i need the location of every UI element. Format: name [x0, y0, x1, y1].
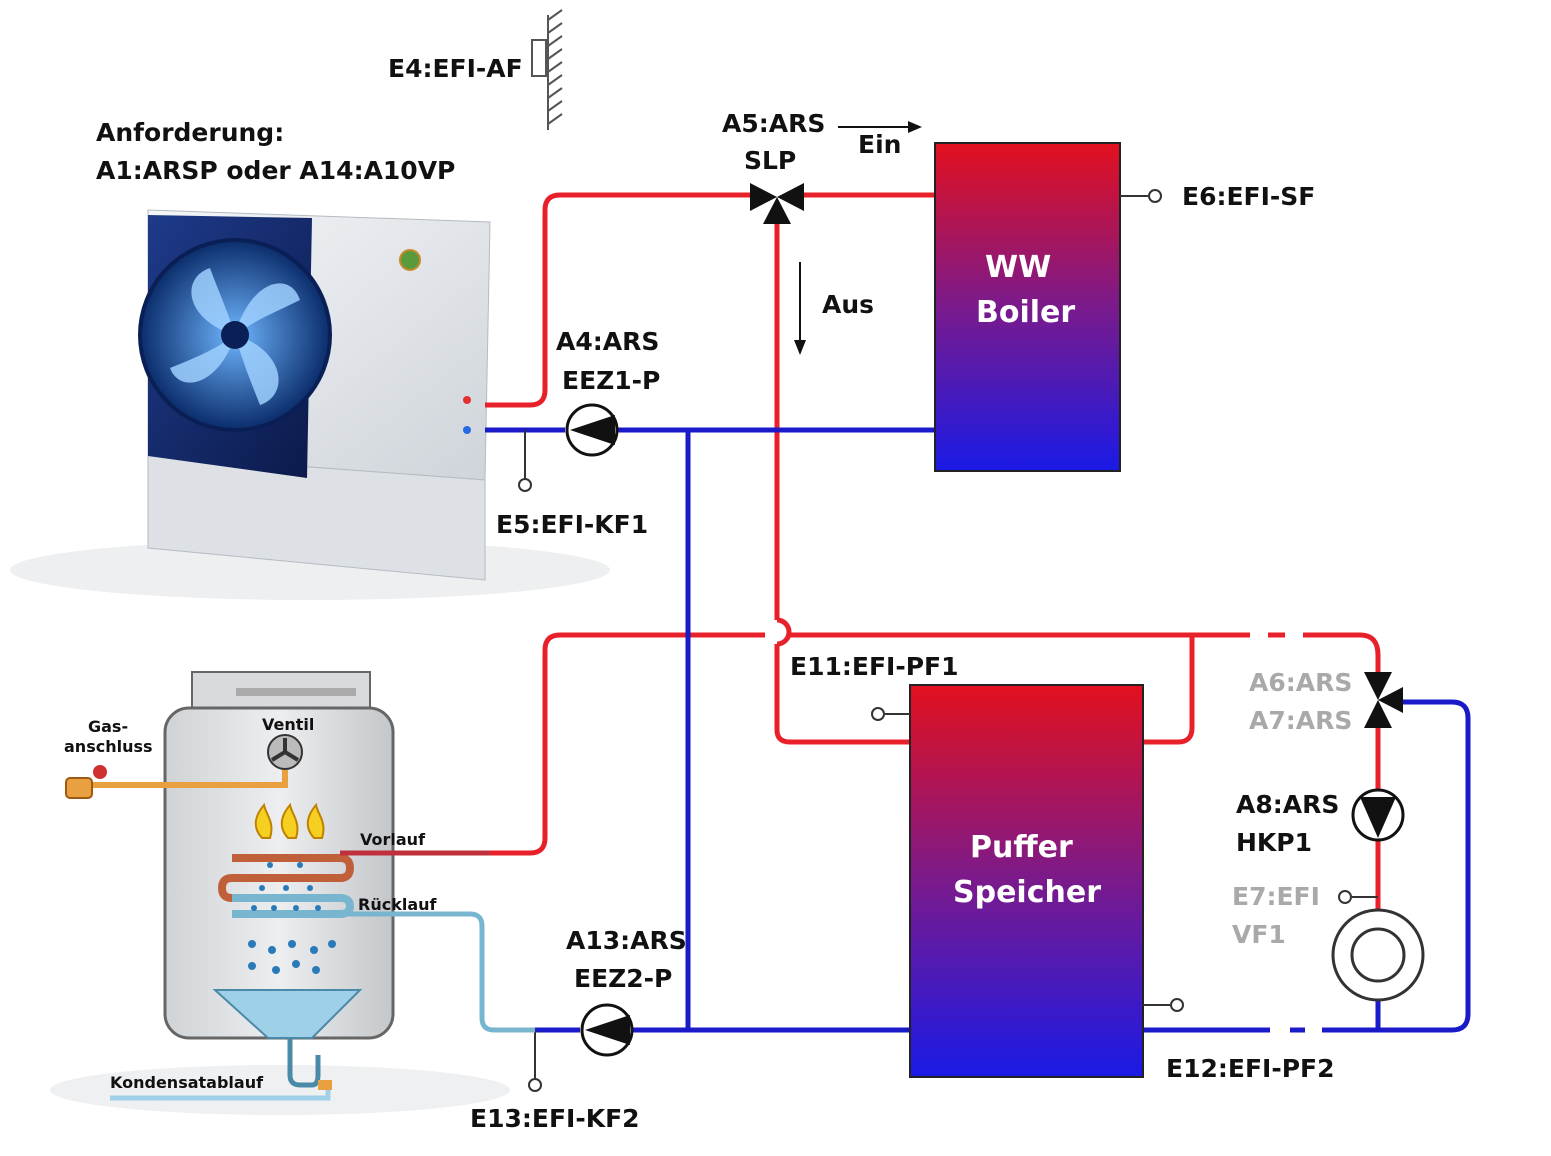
- heat-pump-unit-icon: [10, 209, 610, 600]
- label-e5-collector-sensor: E5:EFI-KF1: [496, 510, 649, 539]
- label-ein: Ein: [858, 130, 902, 159]
- gas-condensing-boiler-icon: [50, 671, 535, 1115]
- label-puffer-tank-line2: Speicher: [953, 875, 1101, 910]
- label-e4-outdoor-sensor: E4:EFI-AF: [388, 54, 523, 83]
- a13-pump-icon: [580, 1003, 634, 1057]
- label-e7-vf1: VF1: [1232, 920, 1286, 949]
- a5-three-way-valve-icon: [750, 183, 804, 224]
- label-vorlauf: Vorlauf: [360, 830, 426, 849]
- label-gas-connection-1: Gas-: [88, 717, 129, 736]
- label-e12-buffer-sensor: E12:EFI-PF2: [1166, 1054, 1335, 1083]
- ein-arrow-icon: [838, 121, 922, 133]
- label-anforderung-signals: A1:ARSP oder A14:A10VP: [96, 156, 456, 185]
- label-a13-pump: A13:ARS: [566, 926, 687, 955]
- label-aus: Aus: [822, 290, 875, 319]
- a4-pump-icon: [565, 403, 619, 457]
- heating-circuit-consumer-icon: [1331, 908, 1425, 1002]
- label-a6-valve: A6:ARS: [1249, 668, 1353, 697]
- label-a8-hkp1: HKP1: [1236, 828, 1313, 857]
- a8-pump-icon: [1351, 788, 1405, 842]
- label-e11-buffer-sensor: E11:EFI-PF1: [790, 652, 959, 681]
- label-puffer-tank-line1: Puffer: [970, 830, 1073, 865]
- ww-boiler-tank: [934, 142, 1121, 472]
- label-e6-storage-sensor: E6:EFI-SF: [1182, 182, 1316, 211]
- pipes: [485, 192, 1471, 1033]
- label-ruecklauf: Rücklauf: [358, 895, 437, 914]
- aus-arrow-icon: [794, 262, 806, 355]
- label-a4-pump: A4:ARS: [556, 327, 660, 356]
- a6-a7-three-way-valve-icon: [1364, 672, 1403, 728]
- outdoor-sensor-wall-icon: [531, 9, 563, 130]
- label-a4-eez1: EEZ1-P: [562, 366, 661, 395]
- label-e13-collector-sensor: E13:EFI-KF2: [470, 1104, 640, 1133]
- label-ventil: Ventil: [262, 715, 315, 734]
- label-a5-valve: A5:ARS: [722, 109, 826, 138]
- label-e7-flow-sensor: E7:EFI: [1232, 882, 1320, 911]
- label-ww-tank-line1: WW: [985, 250, 1052, 285]
- label-ww-tank-line2: Boiler: [976, 295, 1076, 330]
- label-a5-slp: SLP: [744, 146, 797, 175]
- label-a13-eez2: EEZ2-P: [574, 964, 673, 993]
- label-kondensatablauf: Kondensatablauf: [110, 1073, 264, 1092]
- label-a8-pump: A8:ARS: [1236, 790, 1340, 819]
- label-anforderung: Anforderung:: [96, 118, 285, 147]
- puffer-speicher-tank: [909, 684, 1144, 1078]
- sensors: [518, 189, 1378, 1092]
- label-a7-valve: A7:ARS: [1249, 706, 1353, 735]
- label-gas-connection-2: anschluss: [64, 737, 153, 756]
